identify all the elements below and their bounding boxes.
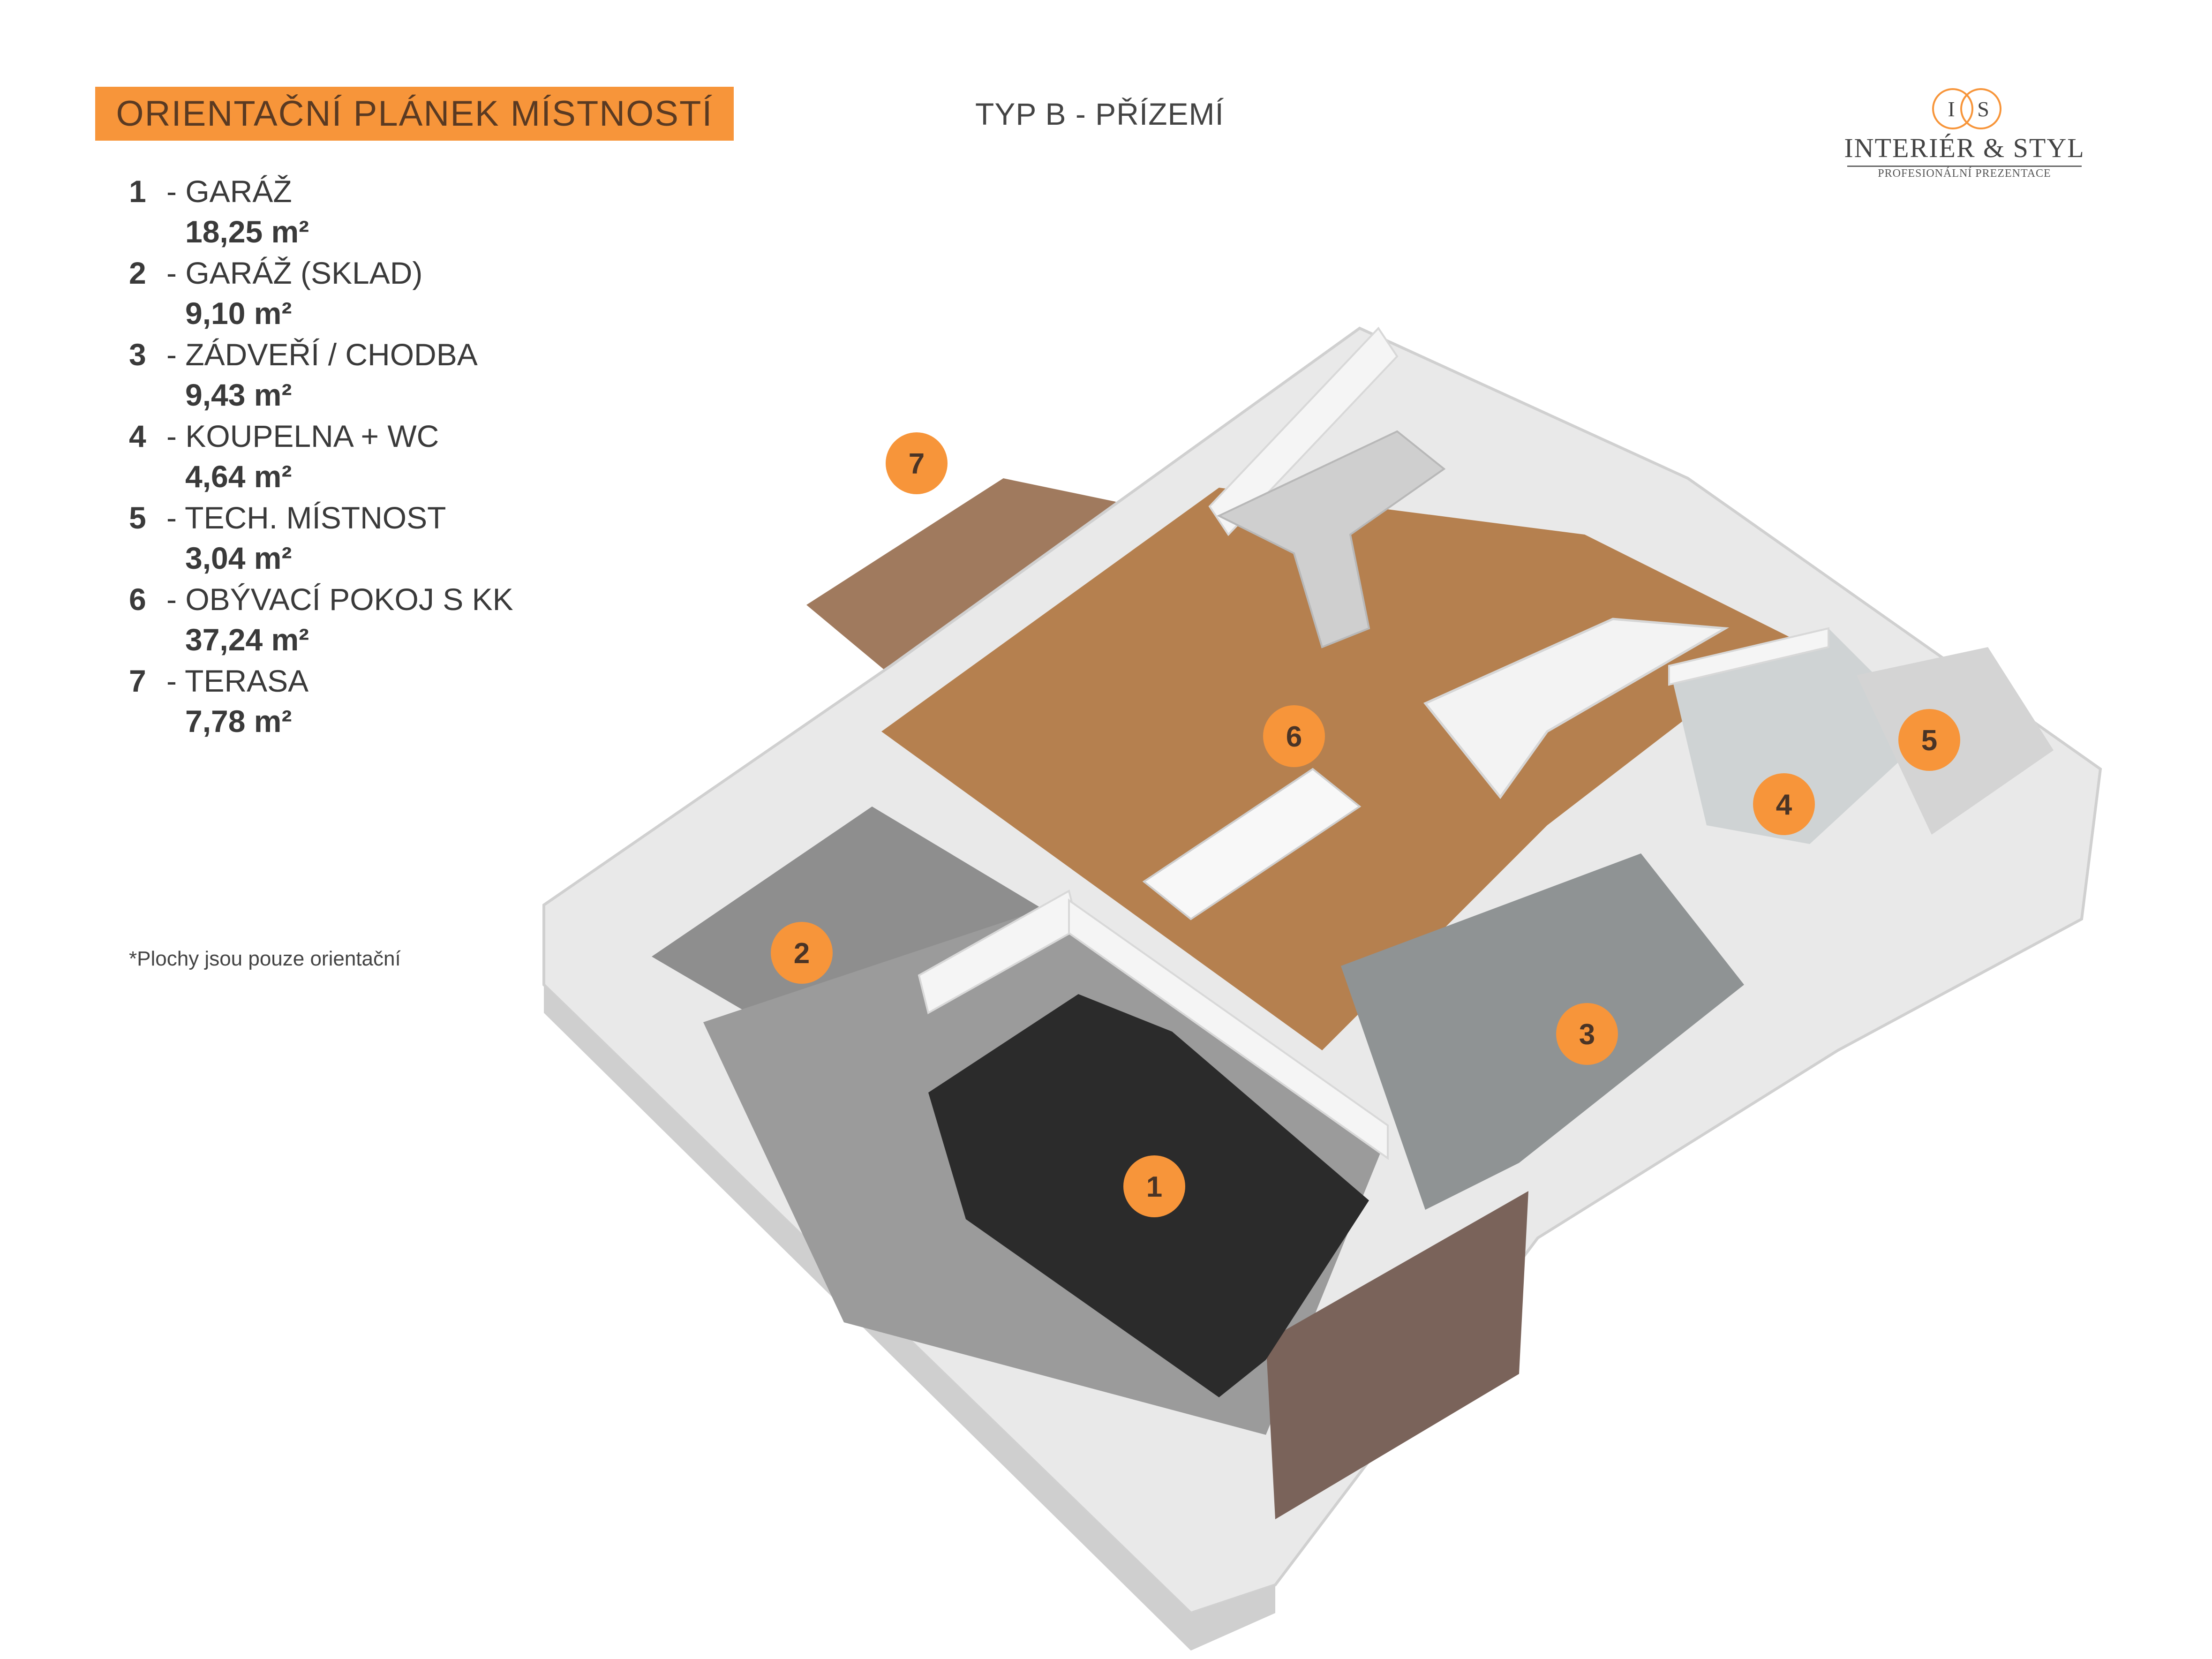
legend-number: 7 xyxy=(129,664,146,698)
room-badge-5: 5 xyxy=(1898,709,1960,771)
monogram-right: S xyxy=(1977,97,1989,121)
monogram-left: I xyxy=(1948,97,1955,121)
legend-item: 1 - GARÁŽ 18,25 m² xyxy=(129,173,692,255)
legend-room-area: 9,10 m² xyxy=(185,296,292,331)
legend-room-area: 3,04 m² xyxy=(185,541,292,575)
legend-room-area: 7,78 m² xyxy=(185,704,292,739)
legend-number: 2 xyxy=(129,256,146,290)
legend-room-name: - OBÝVACÍ POKOJ S KK xyxy=(166,582,513,617)
legend-room-area: 9,43 m² xyxy=(185,377,292,412)
area-footnote: *Plochy jsou pouze orientační xyxy=(129,947,401,970)
wall-bathroom xyxy=(1668,627,1829,686)
room-legend: 1 - GARÁŽ 18,25 m² 2 - GARÁŽ (SKLAD) 9,1… xyxy=(129,173,692,745)
legend-number: 1 xyxy=(129,174,146,209)
title-banner: ORIENTAČNÍ PLÁNEK MÍSTNOSTÍ xyxy=(95,87,734,141)
legend-room-name: - ZÁDVEŘÍ / CHODBA xyxy=(166,337,478,372)
plan-subtitle: TYP B - PŘÍZEMÍ xyxy=(975,97,1224,131)
garage-door xyxy=(1266,1191,1528,1519)
legend-item: 4 - KOUPELNA + WC 4,64 m² xyxy=(129,418,692,500)
staircase xyxy=(1423,618,1730,799)
monogram-icon: I S xyxy=(1932,88,2001,129)
brand-logo: I S INTERIÉR & STYL PROFESIONÁLNÍ PREZEN… xyxy=(1833,87,2096,185)
kitchen-island xyxy=(1142,768,1362,920)
storage-floor xyxy=(652,807,1060,1069)
badge-number: 4 xyxy=(1776,789,1792,821)
badge-number: 6 xyxy=(1286,721,1302,753)
living-room-floor xyxy=(881,488,1791,1050)
legend-item: 5 - TECH. MÍSTNOST 3,04 m² xyxy=(129,500,692,581)
sofa xyxy=(1217,430,1446,649)
wall-living-garage xyxy=(1068,898,1389,1160)
badge-number: 1 xyxy=(1146,1171,1162,1203)
badge-number: 5 xyxy=(1921,724,1937,757)
legend-number: 6 xyxy=(129,582,146,617)
legend-room-name: - TERASA xyxy=(166,664,309,698)
badge-number: 2 xyxy=(794,937,810,970)
wall-back xyxy=(1208,326,1399,536)
legend-item: 7 - TERASA 7,78 m² xyxy=(129,663,692,745)
legend-room-name: - GARÁŽ xyxy=(166,174,292,209)
room-badge-3: 3 xyxy=(1556,1003,1618,1065)
brand-tagline: PROFESIONÁLNÍ PREZENTACE xyxy=(1878,167,2051,180)
room-badge-1: 1 xyxy=(1123,1155,1185,1217)
legend-number: 3 xyxy=(129,337,146,372)
legend-item: 6 - OBÝVACÍ POKOJ S KK 37,24 m² xyxy=(129,581,692,663)
room-badge-6: 6 xyxy=(1263,705,1325,767)
room-badge-2: 2 xyxy=(771,922,833,984)
hallway-floor xyxy=(1341,853,1744,1210)
room-badge-7: 7 xyxy=(886,432,948,494)
legend-item: 2 - GARÁŽ (SKLAD) 9,10 m² xyxy=(129,255,692,337)
badge-number: 3 xyxy=(1579,1018,1595,1051)
legend-room-area: 18,25 m² xyxy=(185,214,309,249)
brand-name: INTERIÉR & STYL xyxy=(1844,133,2085,163)
legend-room-name: - KOUPELNA + WC xyxy=(166,419,439,453)
page-title: ORIENTAČNÍ PLÁNEK MÍSTNOSTÍ xyxy=(116,94,713,134)
room-badge-4: 4 xyxy=(1753,773,1815,835)
legend-room-name: - TECH. MÍSTNOST xyxy=(166,500,446,535)
legend-room-name: - GARÁŽ (SKLAD) xyxy=(166,256,423,290)
legend-number: 5 xyxy=(129,500,146,535)
terrace-deck xyxy=(806,478,1116,675)
legend-item: 3 - ZÁDVEŘÍ / CHODBA 9,43 m² xyxy=(129,337,692,418)
legend-room-area: 4,64 m² xyxy=(185,459,292,494)
badge-number: 7 xyxy=(909,448,925,480)
legend-room-area: 37,24 m² xyxy=(185,622,309,657)
logo-divider xyxy=(1847,166,2082,167)
legend-number: 4 xyxy=(129,419,146,453)
